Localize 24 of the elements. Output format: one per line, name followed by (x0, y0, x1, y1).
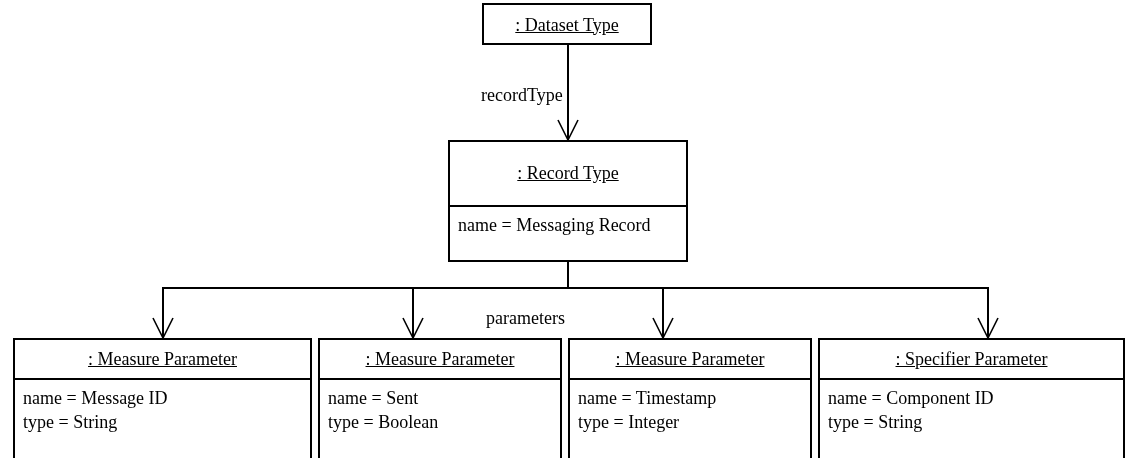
attribute-text: type = String (23, 411, 119, 434)
object-box (318, 338, 562, 458)
object-box (482, 3, 652, 45)
object-name: : Specifier Parameter (895, 347, 1048, 371)
attribute-text: name = Messaging Record (458, 214, 652, 237)
object-name: : Measure Parameter (365, 347, 515, 371)
object-name: : Record Type (517, 162, 619, 185)
object-box (818, 338, 1125, 458)
object-name: : Dataset Type (515, 13, 619, 37)
attribute-text: type = String (828, 411, 924, 434)
attribute-text: name = Timestamp (578, 387, 718, 410)
attribute-text: name = Message ID (23, 387, 169, 410)
attribute-text: type = Boolean (328, 411, 440, 434)
object-name: : Measure Parameter (88, 347, 237, 371)
object-box (13, 338, 312, 458)
object-box (568, 338, 812, 458)
attribute-text: type = Integer (578, 411, 681, 434)
edge-label: recordType (481, 86, 563, 104)
association-label: parameters (486, 309, 565, 327)
attribute-text: name = Sent (328, 387, 420, 410)
object-name: : Measure Parameter (615, 347, 765, 371)
attribute-text: name = Component ID (828, 387, 995, 410)
association-arrow (557, 44, 579, 141)
object-box (448, 140, 688, 262)
